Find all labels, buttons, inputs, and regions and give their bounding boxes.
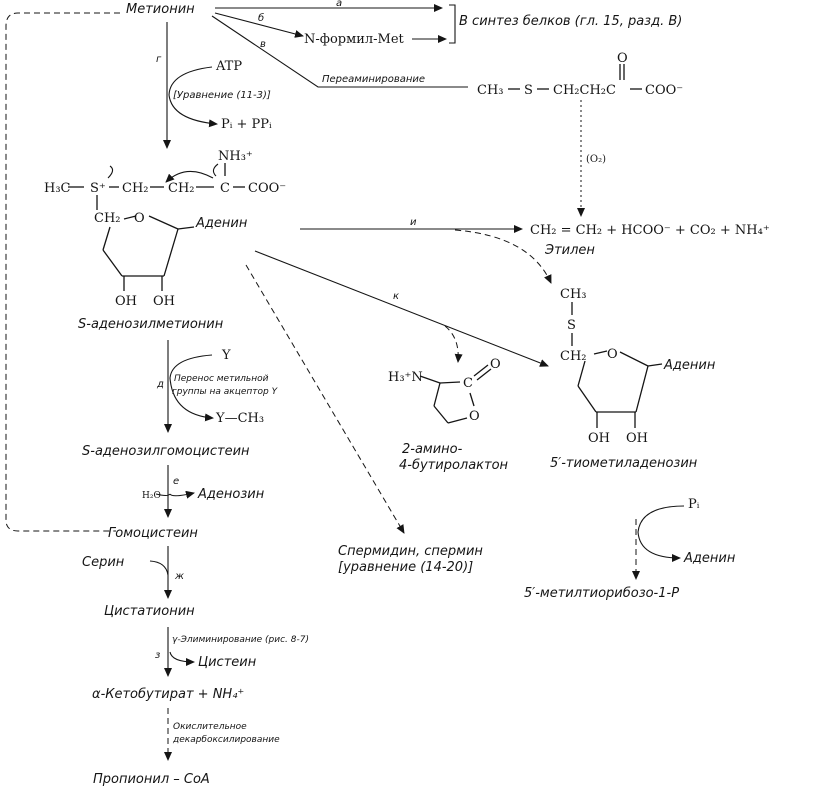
svg-text:COO⁻: COO⁻ [248, 181, 286, 196]
y-ch3-label: Y—CH₃ [215, 411, 264, 426]
svg-text:OH: OH [588, 431, 610, 446]
svg-text:H₃C: H₃C [44, 181, 71, 196]
svg-text:H₃⁺N: H₃⁺N [388, 370, 423, 385]
keto-acid-structure: CH₃ S CH₂CH₂C COO⁻ O [477, 51, 683, 98]
transamination-label: Переаминирование [322, 74, 425, 85]
atp-label: ATP [215, 59, 242, 74]
svg-text:CH₃: CH₃ [560, 287, 587, 302]
mta-phosphorolysis: Pᵢ Аденин [632, 497, 736, 580]
protein-bracket [449, 4, 456, 44]
n-formyl-met: N-формил-Met [304, 32, 405, 47]
arrow-b: б [214, 12, 304, 38]
eq-11-3-label: [Уравнение (11-3)] [173, 90, 271, 101]
step-e-label: е [173, 476, 179, 487]
y-label: Y [221, 348, 231, 363]
gamma-elim-label: γ-Элиминирование (рис. 8-7) [172, 635, 309, 645]
step-d-label: д [156, 379, 164, 390]
svg-text:OH: OH [153, 294, 175, 309]
step-a-label: а [336, 0, 342, 9]
cysteine-label: Цистеин [198, 655, 257, 670]
spermidine-label: Спермидин, спермин [338, 544, 483, 559]
mta-structure: CH₃ S CH₂ O Аденин OH OH [560, 287, 716, 446]
spermidine-arrow [245, 264, 405, 534]
step-e: е H₂O Аденозин [142, 465, 265, 518]
svg-text:S: S [524, 83, 533, 98]
arrow-v-transamination: в Переаминирование [211, 15, 468, 88]
step-z: з γ-Элиминирование (рис. 8-7) Цистеин [155, 627, 309, 677]
svg-text:O: O [607, 347, 618, 362]
protein-synthesis-label: В синтез белков (гл. 15, разд. В) [459, 14, 682, 29]
step-g-label: г [156, 54, 162, 65]
mta-name: 5′-тиометиладенозин [550, 456, 698, 471]
adenosine-label: Аденозин [197, 487, 265, 502]
aminobutyrolactone-line1: 2-амино- [402, 442, 463, 457]
ox-decarb-line1: Окислительное [173, 722, 247, 732]
step-v-label: в [260, 39, 266, 50]
step-d: д Y Перенос метильной группы на акцептор… [156, 340, 279, 433]
ethylene-products: CH₂ = CH₂ + HCOO⁻ + CO₂ + NH₄⁺ [530, 223, 770, 238]
methyl-transfer-line2: группы на акцептор Y [172, 387, 279, 397]
lactone-structure: H₃⁺N C O O [388, 357, 501, 424]
svg-text:OH: OH [626, 431, 648, 446]
svg-text:CH₂: CH₂ [560, 349, 587, 364]
step-k: к [254, 250, 549, 367]
adenine-released: Аденин [683, 551, 736, 566]
svg-text:C: C [220, 181, 230, 196]
svg-text:O: O [134, 211, 145, 226]
step-zh-label: ж [174, 571, 184, 582]
step-g: г ATP [Уравнение (11-3)] Pᵢ + PPᵢ [156, 22, 272, 149]
ketobutyrate-name: α-Кетобутират + NH₄⁺ [92, 687, 244, 702]
mtr1p-name: 5′-метилтиорибозо-1-P [524, 586, 679, 601]
methionine-label: Метионин [126, 2, 195, 17]
step-zh: Серин ж [82, 546, 184, 599]
serine-label: Серин [82, 555, 125, 570]
eq-14-20-label: [уравнение (14-20)] [338, 560, 473, 575]
sam-adenine: Аденин [195, 216, 248, 231]
step-i: и [300, 217, 552, 284]
ox-decarb-line2: декарбоксилирование [172, 735, 280, 745]
pi-label: Pᵢ [688, 497, 700, 512]
aminobutyrolactone-line2: 4-бутиролактон [399, 458, 509, 473]
svg-text:COO⁻: COO⁻ [645, 83, 683, 98]
svg-text:S⁺: S⁺ [90, 181, 106, 196]
h2o-label: H₂O [142, 491, 161, 501]
pi-ppi-label: Pᵢ + PPᵢ [221, 117, 272, 132]
homocysteine-name: Гомоцистеин [108, 526, 198, 541]
sam-structure: H₃C S⁺ CH₂ CH₂ C COO⁻ NH₃⁺ CH₂ O Аденин … [44, 149, 286, 309]
svg-text:OH: OH [115, 294, 137, 309]
svg-text:CH₂: CH₂ [94, 211, 121, 226]
svg-text:C: C [463, 376, 473, 391]
svg-text:O: O [490, 357, 501, 372]
svg-text:S: S [567, 318, 576, 333]
ethylene-label: Этилен [544, 243, 595, 258]
step-z-label: з [155, 650, 160, 661]
arrow-a: а [215, 0, 443, 12]
oxidative-decarboxylation: Окислительное декарбоксилирование [164, 708, 280, 761]
svg-text:CH₃: CH₃ [477, 83, 504, 98]
o2-label: (O₂) [586, 154, 606, 165]
propionyl-coa-name: Пропионил – CoA [93, 772, 210, 787]
svg-text:O: O [469, 409, 480, 424]
step-k-label: к [393, 291, 399, 302]
svg-text:CH₂: CH₂ [168, 181, 195, 196]
cystathionine-name: Цистатионин [104, 604, 195, 619]
svg-text:CH₂: CH₂ [122, 181, 149, 196]
mta-adenine: Аденин [663, 358, 716, 373]
svg-text:NH₃⁺: NH₃⁺ [218, 149, 253, 164]
step-i-label: и [410, 217, 417, 228]
sah-name: S-аденозилгомоцистеин [82, 444, 250, 459]
step-b-label: б [258, 12, 264, 24]
svg-text:CH₂CH₂C: CH₂CH₂C [553, 83, 616, 98]
methyl-transfer-line1: Перенос метильной [174, 374, 269, 384]
sam-name: S-аденозилметионин [78, 317, 224, 332]
svg-text:O: O [617, 51, 628, 66]
